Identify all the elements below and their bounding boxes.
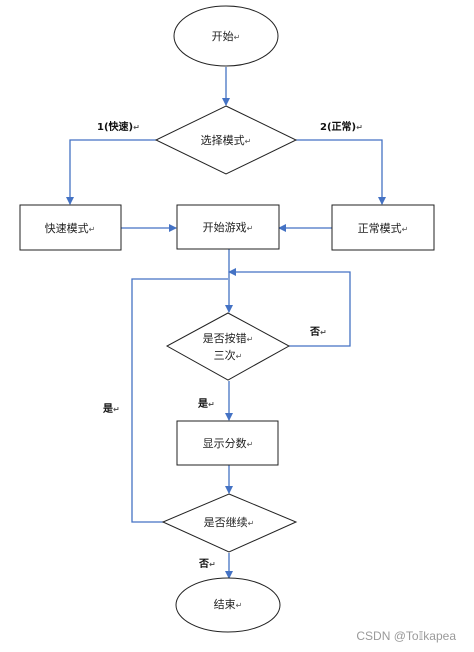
wrong-three-label-line2: 三次↵	[214, 348, 243, 362]
fast-mode-label: 快速模式↵	[45, 222, 96, 235]
edge-label-normal: 2(正常)↵	[320, 120, 363, 133]
select-mode-label: 选择模式↵	[201, 133, 252, 147]
continue-decision	[161, 493, 298, 553]
normal-mode-label: 正常模式↵	[358, 222, 409, 235]
normal-mode-box	[331, 204, 435, 251]
show-score-box	[176, 420, 279, 466]
show-score-label: 显示分数↵	[203, 437, 254, 450]
watermark: CSDN @To𝕀kapea	[356, 629, 456, 643]
start-label: 开始↵	[212, 29, 241, 43]
start-game-label: 开始游戏↵	[203, 220, 254, 234]
end-label: 结束↵	[214, 598, 243, 611]
edge-label-yes-continue: 是↵	[102, 403, 120, 415]
fast-mode-box	[19, 204, 122, 251]
end-node	[175, 577, 281, 633]
start-node	[173, 5, 279, 67]
select-mode-decision	[154, 105, 298, 175]
edge-label-no-continue: 否↵	[198, 558, 216, 570]
edge-check-no-loop	[228, 268, 351, 347]
edge-label-no-wrong: 否↵	[309, 326, 327, 338]
edge-continue-yes-loop	[131, 278, 228, 523]
edge-label-yes-wrong: 是↵	[197, 398, 215, 410]
edge-select-to-fast	[66, 139, 156, 205]
edge-label-fast: 1(快速)↵	[97, 120, 140, 133]
start-game-box	[176, 204, 280, 250]
continue-label: 是否继续↵	[204, 515, 255, 529]
wrong-three-decision	[165, 312, 291, 381]
edge-select-to-normal	[296, 139, 386, 205]
wrong-three-label-line1: 是否按错↵	[203, 331, 254, 345]
